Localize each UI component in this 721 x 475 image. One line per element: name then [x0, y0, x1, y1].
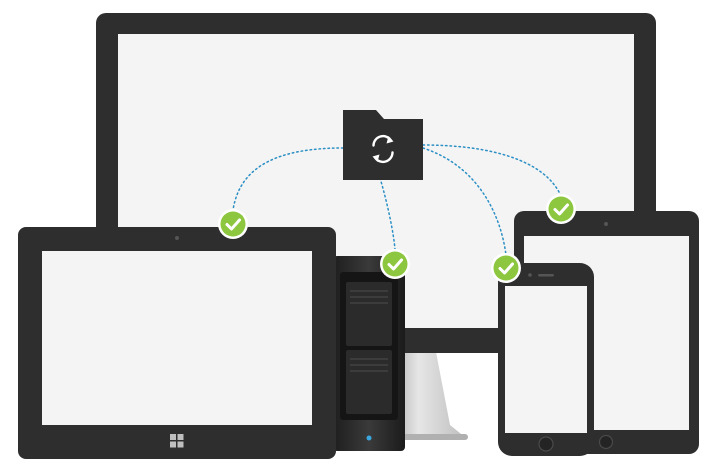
sync-line-ipad: [422, 144, 562, 197]
ipad-home-button: [598, 434, 614, 450]
ipad-camera: [604, 222, 608, 226]
sync-line-monitor-left: [232, 147, 344, 211]
check-circle-icon: [546, 194, 576, 224]
sync-lines: [232, 144, 562, 256]
iphone-screen: [505, 286, 587, 433]
nas-server: [333, 256, 405, 451]
check-circle-icon: [380, 249, 410, 279]
check-circle-icon: [218, 209, 248, 239]
tablet-screen: [42, 251, 312, 425]
nas-status-light: [366, 435, 372, 441]
windows-logo-icon: [170, 434, 184, 448]
iphone-home-button: [538, 436, 554, 452]
check-circle-icon: [491, 253, 521, 283]
iphone-speaker: [538, 274, 554, 277]
sync-line-iphone: [422, 147, 507, 256]
tablet: [18, 227, 336, 459]
iphone: [498, 263, 594, 456]
folder-sync-icon: [343, 110, 423, 180]
iphone-camera: [528, 273, 532, 277]
sync-line-nas: [379, 177, 396, 251]
tablet-camera: [175, 236, 179, 240]
